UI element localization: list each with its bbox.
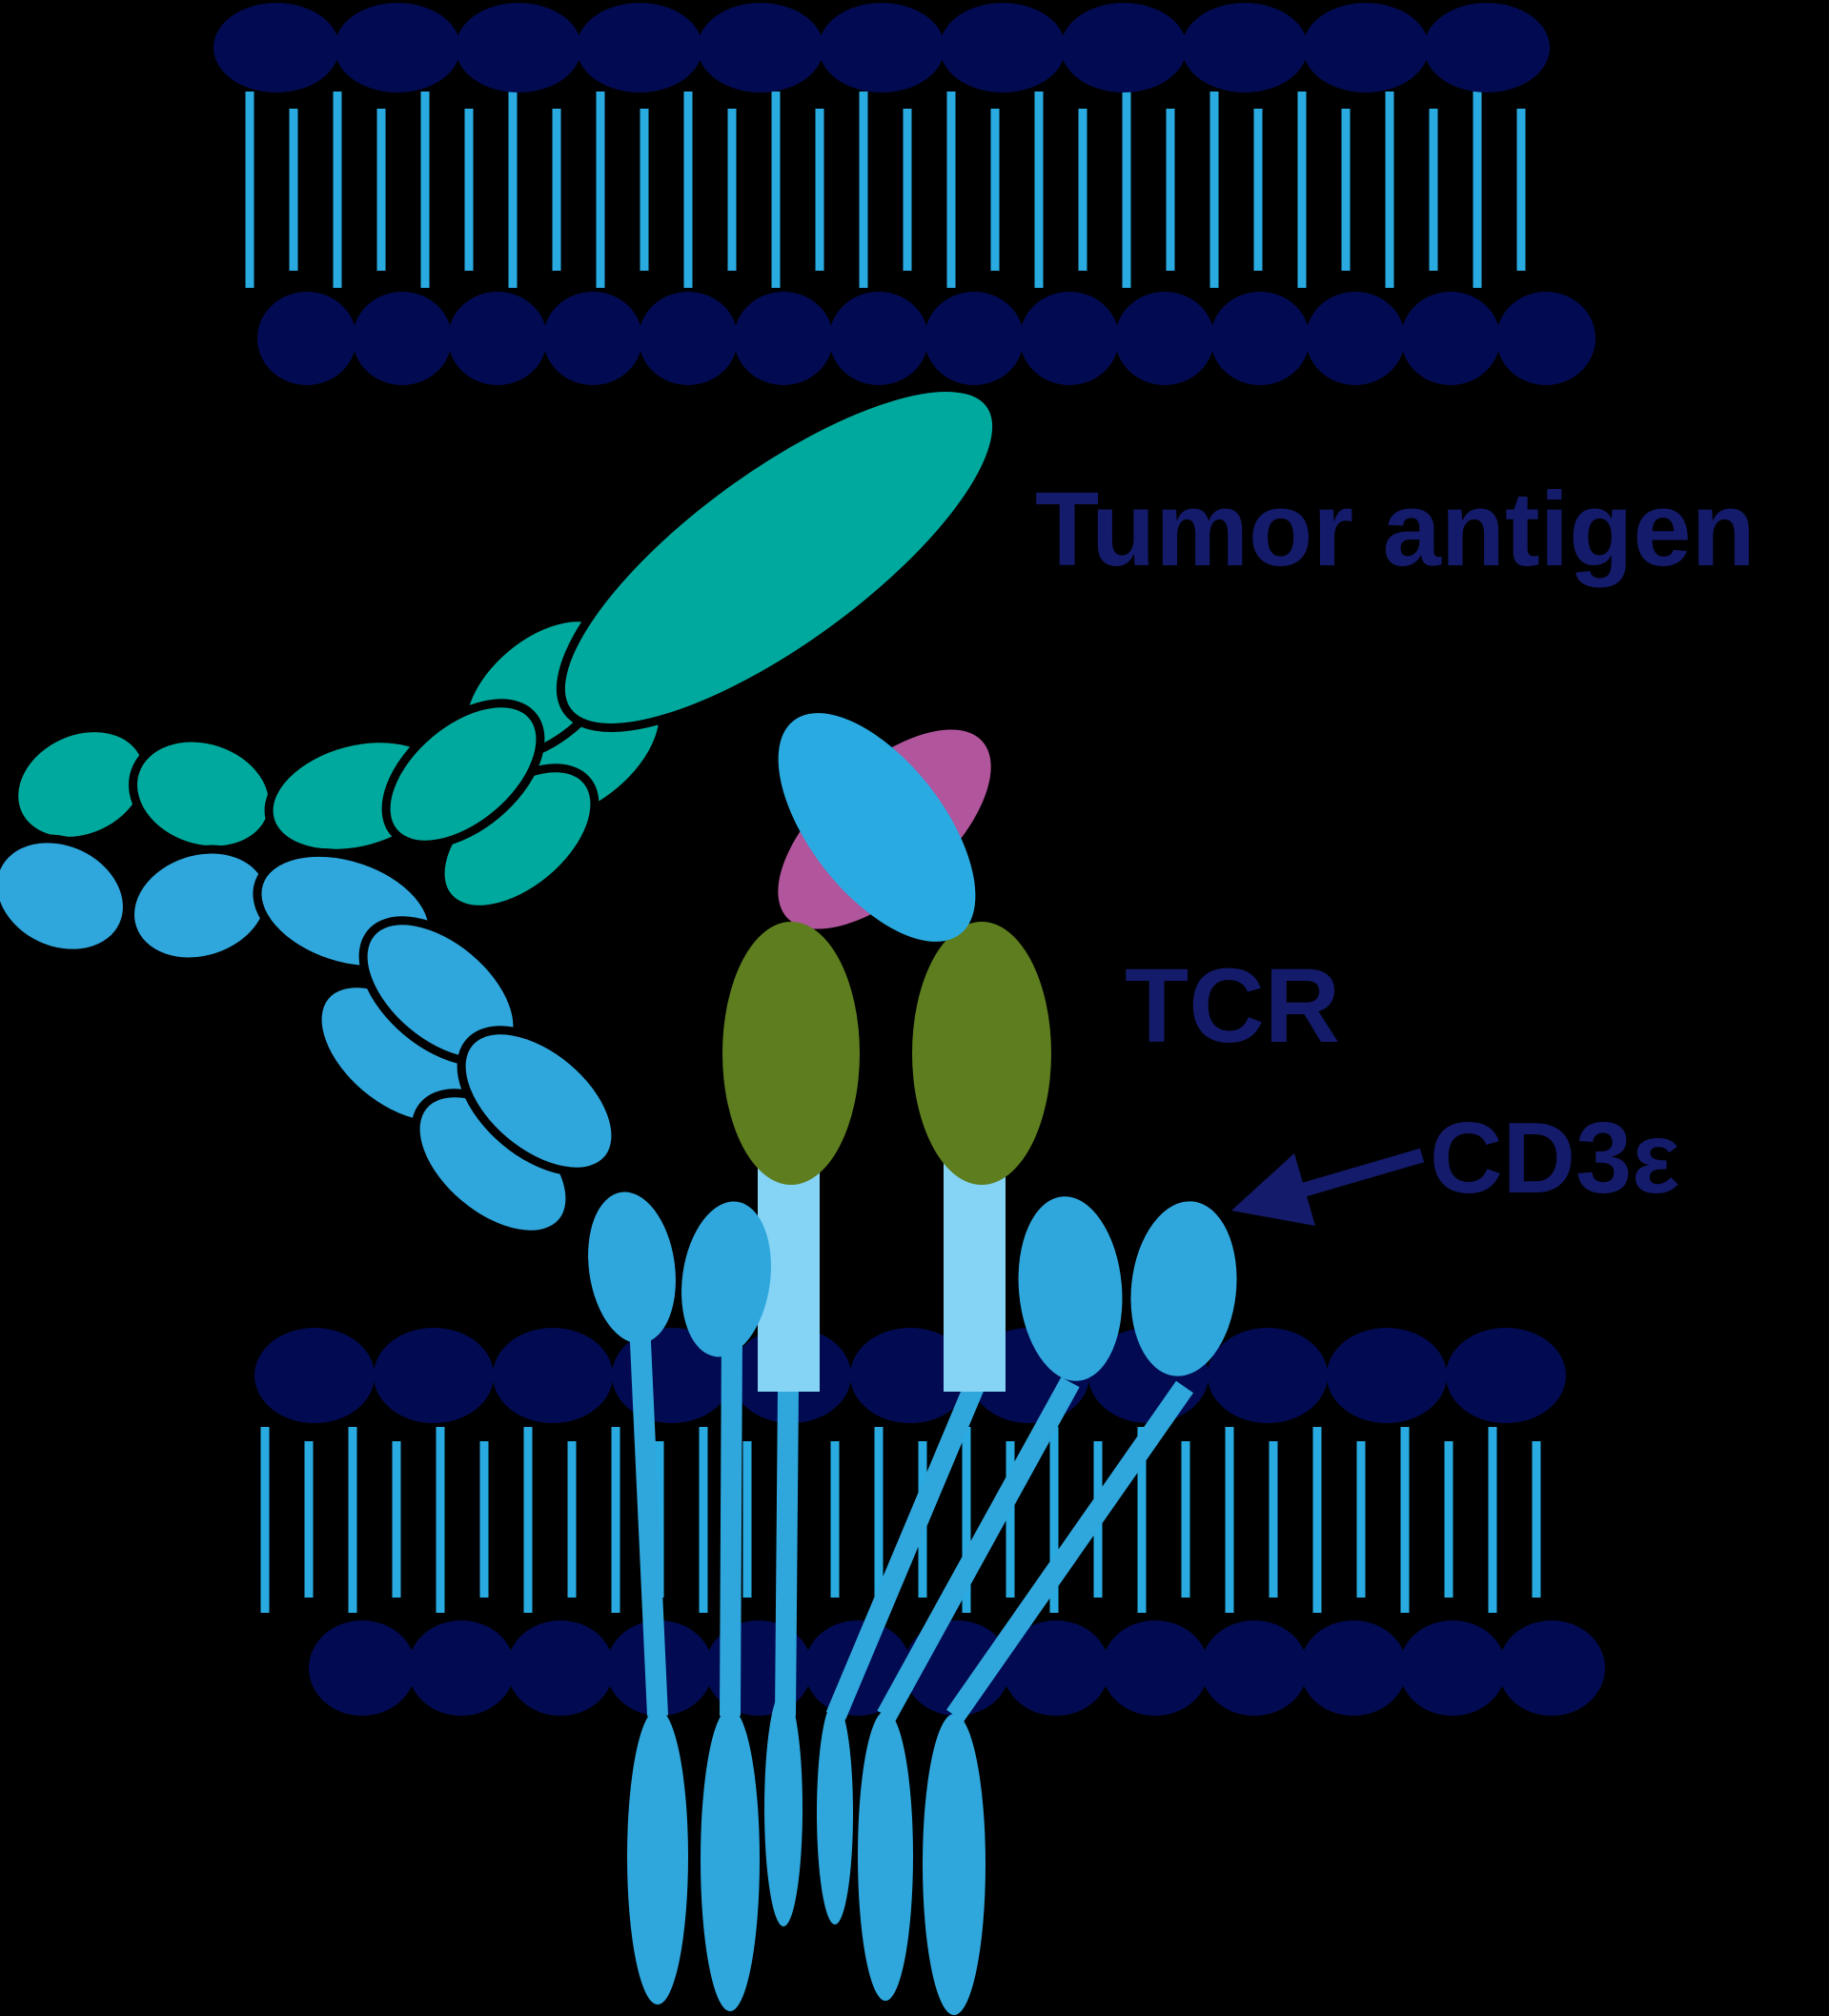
- lipid-head-top-row2: [353, 292, 452, 385]
- lipid-head-bottom-row1: [493, 1328, 613, 1423]
- cd3-subunit-left-1: [588, 1191, 676, 1344]
- intracellular-domain-6: [923, 1714, 986, 2015]
- lipid-head-top-row1: [819, 3, 945, 92]
- tcr-constant-domain-left: [722, 922, 860, 1185]
- lipid-head-top-row1: [1424, 3, 1550, 92]
- cd3-stem-3: [877, 1376, 1080, 1721]
- cd3-arrow-shaft: [1289, 1148, 1425, 1201]
- lipid-head-top-row1: [940, 3, 1066, 92]
- lipid-head-top-row1: [1182, 3, 1308, 92]
- lipid-head-bottom-row1: [374, 1328, 494, 1423]
- lipid-head-top-row1: [456, 3, 581, 92]
- lipid-head-bottom-row2: [1102, 1620, 1209, 1716]
- tumor-antigen-ellipse: [556, 383, 1002, 732]
- lipid-head-top-row2: [829, 292, 928, 385]
- intracellular-domain-4: [817, 1701, 853, 1924]
- teal-arm-domain-a2: [381, 699, 545, 849]
- lipid-head-top-row2: [734, 292, 833, 385]
- tcr-stalk-right: [944, 1144, 1006, 1392]
- cd3-subunit-right-2: [1130, 1201, 1237, 1376]
- lipid-head-bottom-row1: [254, 1328, 375, 1423]
- tumor-antigen-label: Tumor antigen: [1035, 471, 1756, 588]
- lipid-head-top-row2: [639, 292, 738, 385]
- fc-domain-blue-1: [0, 834, 132, 958]
- lipid-head-top-row2: [925, 292, 1024, 385]
- lipid-head-top-row2: [257, 292, 356, 385]
- tcr-stem-2: [825, 1382, 985, 1721]
- lipid-head-top-row1: [213, 3, 339, 92]
- lipid-head-bottom-row2: [1399, 1620, 1506, 1716]
- lipid-head-top-row1: [335, 3, 460, 92]
- cd3-epsilon-label: CD3ε: [1430, 1102, 1680, 1214]
- tcr-stem-1: [775, 1386, 799, 1717]
- lipid-head-bottom-row2: [507, 1620, 614, 1716]
- cd3-arrow-head: [1231, 1153, 1315, 1226]
- lipid-head-top-row2: [1496, 292, 1595, 385]
- lipid-head-bottom-row2: [1201, 1620, 1308, 1716]
- lipid-head-top-row2: [1306, 292, 1405, 385]
- cd3-subunit-left-2: [681, 1201, 771, 1357]
- lipid-head-bottom-row2: [1003, 1620, 1109, 1716]
- cd3-subunit-right-1: [1018, 1196, 1123, 1381]
- lipid-head-top-row2: [543, 292, 642, 385]
- intracellular-domain-3: [764, 1690, 803, 1926]
- lipid-head-bottom-row1: [850, 1328, 970, 1423]
- lipid-head-bottom-row2: [309, 1620, 416, 1716]
- lipid-head-top-row2: [1115, 292, 1214, 385]
- cd3-stem-1: [628, 1300, 668, 1717]
- intracellular-domain-2: [701, 1708, 760, 2011]
- tcr-label: TCR: [1125, 947, 1341, 1065]
- lipid-head-top-row1: [1061, 3, 1187, 92]
- lipid-head-top-row2: [1210, 292, 1310, 385]
- lipid-head-top-row2: [448, 292, 547, 385]
- lipid-head-top-row2: [1401, 292, 1500, 385]
- lipid-head-bottom-row1: [1208, 1328, 1328, 1423]
- lipid-head-top-row1: [1303, 3, 1429, 92]
- lipid-head-bottom-row2: [1498, 1620, 1605, 1716]
- tcr-constant-domain-right: [912, 922, 1051, 1185]
- blue-arm-domain-a2: [457, 1026, 620, 1176]
- lipid-head-bottom-row1: [1446, 1328, 1566, 1423]
- lipid-head-bottom-row2: [408, 1620, 515, 1716]
- cd3-stem-4: [945, 1380, 1194, 1722]
- cd3-stem-2: [720, 1329, 742, 1717]
- lipid-head-top-row1: [698, 3, 823, 92]
- intracellular-domain-1: [627, 1709, 688, 2005]
- lipid-head-bottom-row2: [1300, 1620, 1407, 1716]
- lipid-head-top-row2: [1020, 292, 1119, 385]
- tcr-variable-domain-blue: [778, 713, 976, 942]
- intracellular-domain-5: [858, 1711, 913, 2001]
- lipid-head-bottom-row1: [1327, 1328, 1447, 1423]
- lipid-head-top-row1: [577, 3, 702, 92]
